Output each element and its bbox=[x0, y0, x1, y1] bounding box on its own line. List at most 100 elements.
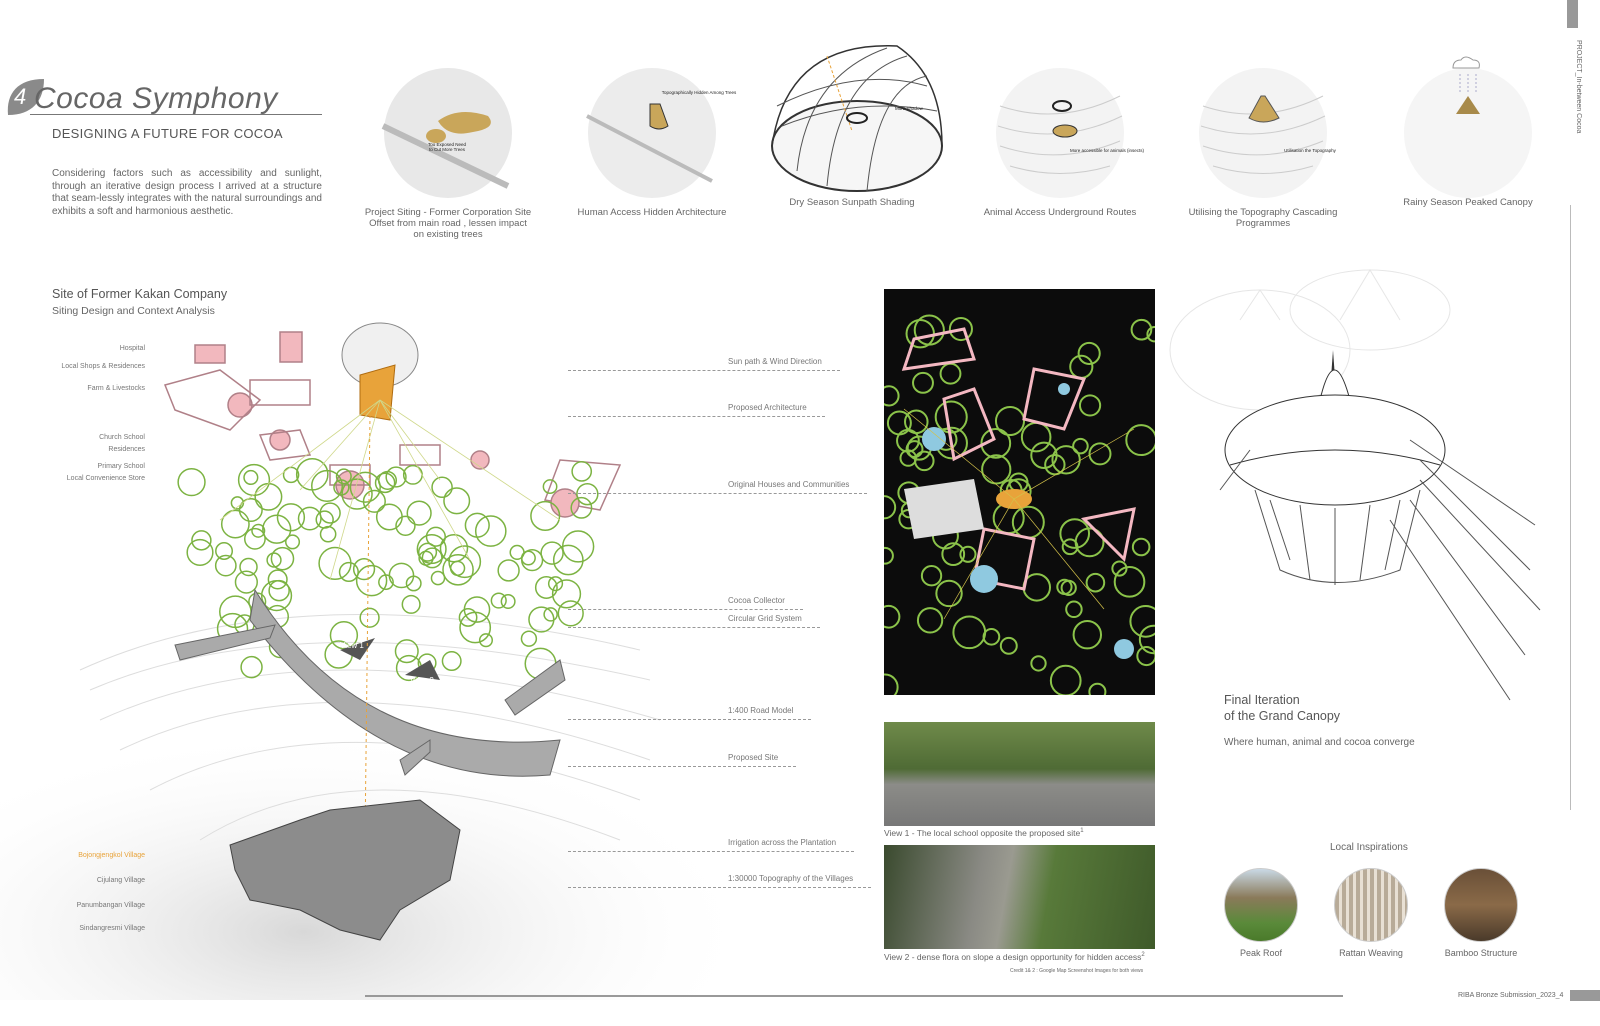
study-animal-access: More accessible for animals (insects) An… bbox=[975, 66, 1145, 218]
label-sindangresmi: Sindangresmi Village bbox=[79, 925, 145, 932]
grid-circle bbox=[239, 557, 258, 577]
grid-circle bbox=[349, 471, 381, 503]
grid-circle bbox=[570, 496, 593, 519]
photo-grid-circle bbox=[1059, 518, 1091, 549]
grid-circle bbox=[464, 512, 490, 538]
view-1-photo bbox=[884, 722, 1155, 826]
grid-circle bbox=[520, 630, 538, 647]
site-title: Site of Former Kakan Company bbox=[52, 287, 228, 301]
grid-circle bbox=[509, 544, 525, 561]
rainy-season-diagram bbox=[1404, 56, 1532, 198]
grid-circle bbox=[431, 476, 453, 499]
photo-grid-circle bbox=[939, 362, 962, 385]
grid-circle bbox=[251, 523, 266, 538]
grid-circle bbox=[449, 560, 466, 576]
grid-circle bbox=[543, 607, 558, 622]
grid-circle bbox=[443, 487, 471, 515]
grid-circle bbox=[571, 461, 593, 482]
grid-circle bbox=[448, 545, 482, 579]
photo-grid-circle bbox=[1065, 600, 1083, 619]
grand-canopy-drawing bbox=[1169, 269, 1541, 701]
grid-circle bbox=[177, 467, 206, 497]
grid-circle bbox=[442, 553, 474, 586]
grid-circle bbox=[319, 525, 337, 543]
grid-circle bbox=[561, 530, 595, 563]
photo-grid-circle bbox=[952, 615, 987, 650]
study-note: Utilisation the Topography bbox=[1284, 148, 1336, 153]
photo-grid-circle bbox=[884, 673, 899, 695]
photo-grid-circle bbox=[1088, 442, 1112, 466]
intro-text: Considering factors such as accessibilit… bbox=[52, 168, 322, 217]
study-note: Too Exposed Need to Cut More Trees bbox=[427, 142, 467, 152]
photo-grid-circle bbox=[1130, 318, 1153, 341]
label-bojongjengkol: Bojongjengkol Village bbox=[78, 852, 145, 859]
photo-grid-circle bbox=[1111, 560, 1128, 577]
grid-circle bbox=[260, 579, 293, 612]
inspiration-label: Bamboo Structure bbox=[1444, 948, 1518, 958]
grid-circle bbox=[459, 611, 492, 644]
grid-circle bbox=[500, 593, 516, 610]
label-convenience-store: Local Convenience Store bbox=[66, 475, 145, 482]
photo-grid-circle bbox=[1136, 645, 1155, 667]
grid-circle bbox=[490, 592, 507, 609]
photo-grid-circle bbox=[948, 316, 973, 342]
grid-circle bbox=[266, 552, 282, 568]
topography-diagram bbox=[1199, 68, 1327, 198]
grid-circle bbox=[417, 542, 438, 562]
photo-grid-circle bbox=[999, 636, 1018, 655]
grid-circle bbox=[478, 633, 494, 648]
label-sun-path: Sun path & Wind Direction bbox=[568, 357, 840, 371]
grid-circle bbox=[385, 466, 407, 488]
grid-circle bbox=[333, 479, 350, 496]
leaf-number-icon bbox=[7, 79, 45, 115]
grid-circle bbox=[395, 515, 416, 537]
grid-circle bbox=[552, 544, 584, 576]
grid-circle bbox=[191, 530, 212, 551]
label-panumbangan: Panumbangan Village bbox=[76, 902, 145, 909]
label-shops: Local Shops & Residences bbox=[61, 363, 145, 370]
inspiration-peak-roof: Peak Roof bbox=[1206, 868, 1316, 958]
grid-circle bbox=[425, 526, 446, 547]
page-subtitle: DESIGNING A FUTURE FOR COCOA bbox=[52, 126, 283, 141]
photo-grid-circle bbox=[1072, 619, 1103, 650]
photo-grid-circle bbox=[1125, 424, 1155, 457]
view-2-photo bbox=[884, 845, 1155, 949]
model-photo bbox=[884, 289, 1155, 695]
photo-grid-circle bbox=[912, 371, 934, 394]
label-original-houses: Original Houses and Communities bbox=[567, 480, 868, 494]
footer-text: RIBA Bronze Submission_2023_4 bbox=[1458, 992, 1564, 999]
footer-rule bbox=[365, 995, 1343, 997]
study-note: More accessible for animals (insects) bbox=[1069, 148, 1145, 153]
label-proposed-site: Proposed Site bbox=[567, 753, 797, 767]
photo-grid-circle bbox=[1085, 572, 1106, 593]
grid-circle bbox=[551, 579, 582, 609]
photo-grid-circle bbox=[1011, 505, 1045, 539]
grid-circle bbox=[254, 482, 283, 511]
grid-circle bbox=[297, 506, 322, 531]
view-2-caption: View 2 - dense flora on slope a design o… bbox=[884, 952, 1145, 962]
study-human-access: Topographically Hidden Among Trees Human… bbox=[567, 66, 737, 218]
grid-circle bbox=[270, 546, 295, 571]
grid-circle bbox=[267, 569, 288, 590]
label-topography-villages: 1:30000 Topography of the Villages bbox=[567, 874, 872, 888]
photo-grid-circle bbox=[1088, 682, 1107, 695]
grid-circle bbox=[576, 482, 599, 506]
grid-circle bbox=[338, 561, 359, 583]
siting-diagram bbox=[381, 68, 512, 198]
grid-circle bbox=[329, 621, 359, 650]
animal-access-diagram bbox=[996, 68, 1124, 198]
study-note: More Shadow bbox=[895, 106, 923, 111]
label-primary-school: Primary School bbox=[97, 463, 145, 470]
photo-grid-circle bbox=[959, 545, 977, 563]
grid-circle bbox=[214, 554, 237, 577]
grid-circle bbox=[421, 547, 443, 569]
study-caption: Project Siting - Former Corporation Site… bbox=[364, 207, 532, 240]
grid-circle bbox=[463, 596, 491, 623]
photo-grid-circle bbox=[914, 450, 935, 472]
grid-circle bbox=[362, 489, 386, 513]
side-tab bbox=[1567, 0, 1578, 28]
photo-grid-circle bbox=[934, 400, 968, 434]
study-caption: Dry Season Sunpath Shading bbox=[789, 197, 915, 208]
inspiration-label: Rattan Weaving bbox=[1339, 948, 1403, 958]
